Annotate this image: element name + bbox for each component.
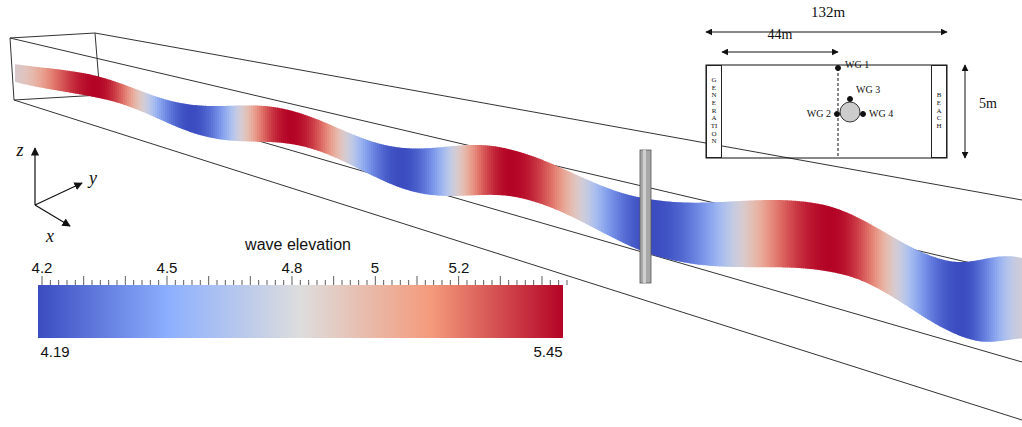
tick-mark xyxy=(150,280,151,285)
tick-mark xyxy=(566,280,567,285)
tick-mark xyxy=(466,280,467,285)
tick-mark xyxy=(441,280,442,285)
colorbar-label: 4.2 xyxy=(32,260,53,275)
tick-mark xyxy=(416,276,417,285)
tick-mark xyxy=(83,276,84,285)
axis-label: y xyxy=(89,169,97,187)
dimension-label: 132m xyxy=(811,5,845,20)
axis-label: z xyxy=(16,141,23,159)
axis-triad xyxy=(35,148,82,226)
tick-mark xyxy=(300,280,301,285)
tick-mark xyxy=(158,280,159,285)
tick-mark xyxy=(525,280,526,285)
tick-mark xyxy=(66,280,67,285)
tick-mark xyxy=(366,280,367,285)
colorbar-label: wave elevation xyxy=(245,237,351,253)
tick-mark xyxy=(191,280,192,285)
colorbar-label: 4.8 xyxy=(282,260,303,275)
tick-mark xyxy=(375,276,376,285)
tick-mark xyxy=(358,280,359,285)
tick-mark xyxy=(408,280,409,285)
tick-mark xyxy=(558,280,559,285)
tick-mark xyxy=(508,280,509,285)
tick-mark xyxy=(550,280,551,285)
tick-mark xyxy=(383,280,384,285)
tick-mark xyxy=(541,276,542,285)
tick-mark xyxy=(291,276,292,285)
tick-mark xyxy=(450,280,451,285)
tick-mark xyxy=(208,276,209,285)
color-bar xyxy=(38,276,567,338)
tick-mark xyxy=(200,280,201,285)
gauge-label: WG 2 xyxy=(807,109,831,119)
gauge-label: WG 3 xyxy=(856,85,880,95)
tick-mark xyxy=(183,280,184,285)
band-label: GENERATION xyxy=(711,77,718,146)
tick-mark xyxy=(58,280,59,285)
tick-mark xyxy=(433,280,434,285)
gauge-label: WG 4 xyxy=(869,109,893,119)
colorbar-label: 5 xyxy=(371,260,379,275)
tick-mark xyxy=(500,276,501,285)
tick-mark xyxy=(266,280,267,285)
tick-mark xyxy=(141,280,142,285)
tick-mark xyxy=(341,280,342,285)
tick-mark xyxy=(483,280,484,285)
tick-mark xyxy=(533,280,534,285)
tick-mark xyxy=(391,280,392,285)
tank-band: BEACH xyxy=(931,65,947,158)
tick-mark xyxy=(516,280,517,285)
tick-mark xyxy=(350,280,351,285)
tick-mark xyxy=(100,280,101,285)
tick-mark xyxy=(133,280,134,285)
tick-mark xyxy=(308,280,309,285)
colorbar-label: 5.45 xyxy=(533,344,562,359)
tick-mark xyxy=(166,276,167,285)
tick-mark xyxy=(283,280,284,285)
tick-mark xyxy=(400,280,401,285)
tick-mark xyxy=(250,276,251,285)
band-label: BEACH xyxy=(936,92,943,130)
tick-mark xyxy=(233,280,234,285)
tick-mark xyxy=(75,280,76,285)
tick-mark xyxy=(91,280,92,285)
gauge-label: WG 1 xyxy=(845,60,869,70)
colorbar-label: 5.2 xyxy=(449,260,470,275)
tick-mark xyxy=(216,280,217,285)
tick-mark xyxy=(475,280,476,285)
colorbar-label: 4.19 xyxy=(40,344,69,359)
wave-surface xyxy=(15,64,1022,342)
tick-mark xyxy=(425,280,426,285)
tick-mark xyxy=(458,276,459,285)
tick-mark xyxy=(225,280,226,285)
tank-top-view xyxy=(706,32,965,158)
tick-mark xyxy=(258,280,259,285)
axis-label: x xyxy=(46,227,54,245)
tank-band: GENERATION xyxy=(706,65,722,158)
tick-mark xyxy=(50,280,51,285)
tank-wireframe xyxy=(10,33,1022,420)
tick-mark xyxy=(333,276,334,285)
wave-strip xyxy=(1021,258,1022,339)
tick-mark xyxy=(175,280,176,285)
dimension-label: 5m xyxy=(979,97,997,111)
tick-mark xyxy=(275,280,276,285)
tick-mark xyxy=(325,280,326,285)
dimension-label: 44m xyxy=(768,28,793,42)
colorbar-label: 4.5 xyxy=(157,260,178,275)
tick-mark xyxy=(42,276,43,285)
cylinder xyxy=(640,150,651,283)
tick-mark xyxy=(125,276,126,285)
tick-mark xyxy=(116,280,117,285)
tick-mark xyxy=(108,280,109,285)
tick-mark xyxy=(316,280,317,285)
tick-mark xyxy=(241,280,242,285)
tick-mark xyxy=(491,280,492,285)
